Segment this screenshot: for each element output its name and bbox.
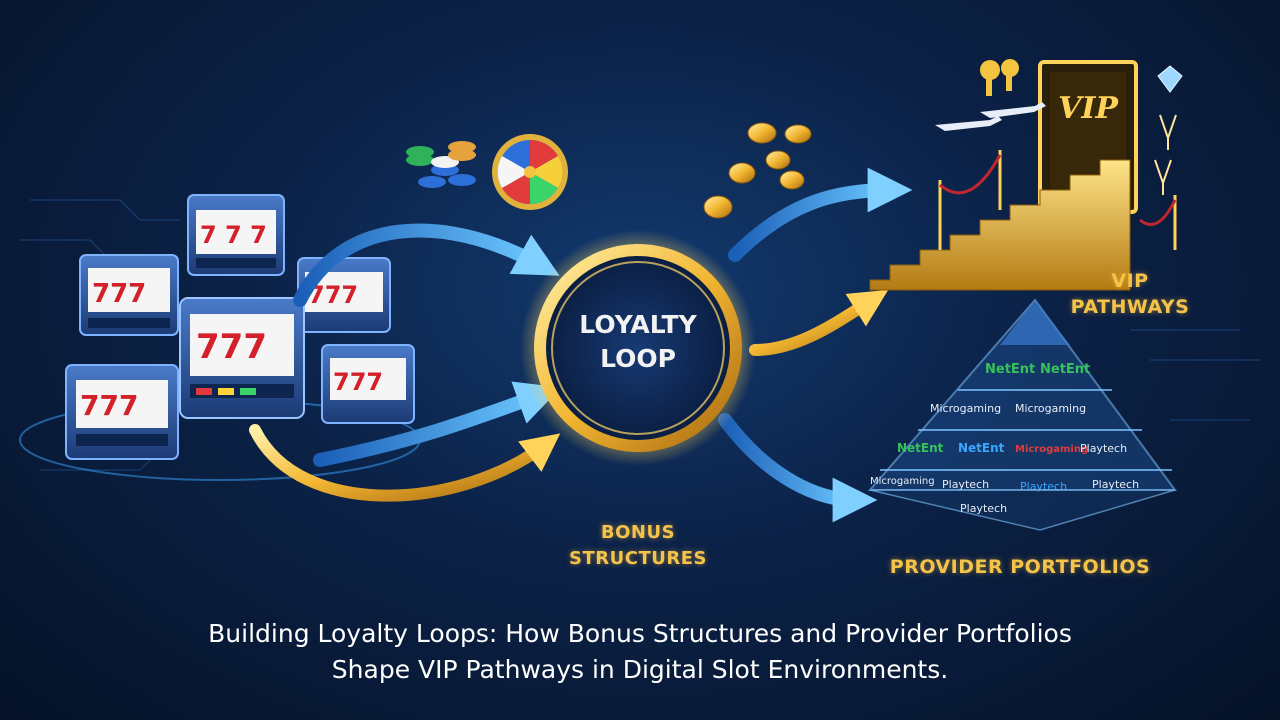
arrow-machines-to-loop bbox=[293, 223, 560, 307]
vip-label-line1: VIP bbox=[1111, 270, 1149, 292]
keys-icon bbox=[980, 59, 1019, 96]
caption: Building Loyalty Loops: How Bonus Struct… bbox=[0, 616, 1280, 688]
pyramid-brand: Microgaming bbox=[930, 402, 1001, 415]
loyalty-loop-label: LOYALTY LOOP bbox=[548, 308, 728, 376]
loyalty-loop-ring-inner bbox=[551, 261, 725, 435]
caption-line2: Shape VIP Pathways in Digital Slot Envir… bbox=[331, 655, 949, 684]
diamond-icon bbox=[1157, 65, 1183, 93]
vip-door-text: VIP bbox=[1058, 91, 1119, 126]
bonus-label-line1: BONUS bbox=[600, 522, 676, 543]
slot-machine-icon: 777 bbox=[321, 344, 415, 424]
svg-text:777: 777 bbox=[80, 389, 138, 422]
pyramid-brand: Playtech bbox=[960, 502, 1007, 515]
vip-staircase-icon: VIP bbox=[869, 60, 1177, 291]
pyramid-brand: NetEnt bbox=[1040, 362, 1090, 377]
loop-label-line1: LOYALTY bbox=[579, 310, 697, 339]
slot-machine-icon: 777 bbox=[79, 254, 179, 336]
pyramid-brand: Microgaming bbox=[1015, 444, 1088, 455]
loop-label-line2: LOOP bbox=[600, 344, 676, 373]
pyramid-brand: NetEnt bbox=[897, 441, 944, 455]
loop-disc bbox=[542, 252, 734, 444]
gold-coins-icon bbox=[703, 122, 812, 219]
provider-pyramid: NetEnt NetEnt Microgaming Microgaming Ne… bbox=[867, 298, 1177, 531]
slot-machine-icon: 7 7 7 bbox=[187, 194, 285, 276]
vip-label-line2: PATHWAYS bbox=[1070, 296, 1190, 318]
pyramid-brand: Microgaming bbox=[1015, 402, 1086, 415]
arrow-bonus-to-loop bbox=[249, 424, 561, 502]
arrow-loop-to-vip bbox=[728, 167, 913, 262]
pyramid-brand: Playtech bbox=[1092, 478, 1139, 491]
slot-machine-icon: 777 bbox=[297, 257, 391, 333]
circuit-lines bbox=[20, 199, 1260, 471]
prize-wheel-icon bbox=[492, 134, 568, 210]
gold-flow-arrows bbox=[249, 289, 889, 502]
slot-machine-icon: 777 bbox=[65, 364, 179, 460]
airplane-icon bbox=[935, 102, 1046, 131]
caption-line1: Building Loyalty Loops: How Bonus Struct… bbox=[208, 619, 1072, 648]
arrow-loop-to-stairs bbox=[749, 289, 889, 356]
slot-machines: 777 7 7 7 777 777 777 bbox=[65, 194, 415, 460]
pyramid-brand: Playtech bbox=[942, 478, 989, 491]
poker-chips-icon bbox=[406, 141, 476, 188]
bonus-structures-label: BONUS STRUCTURES bbox=[528, 520, 748, 572]
pyramid-brand: Microgaming bbox=[870, 476, 935, 487]
blue-flow-arrows bbox=[293, 167, 913, 523]
champagne-icon bbox=[1154, 114, 1177, 195]
arrow-machines-to-loop-lower bbox=[313, 381, 562, 467]
svg-text:777: 777 bbox=[196, 327, 267, 367]
svg-text:777: 777 bbox=[92, 279, 146, 309]
provider-portfolios-label: PROVIDER PORTFOLIOS bbox=[889, 556, 1151, 578]
slot-machine-icon: 777 bbox=[179, 297, 305, 419]
svg-text:7 7 7: 7 7 7 bbox=[200, 221, 267, 249]
svg-text:777: 777 bbox=[333, 368, 383, 396]
arrow-loop-to-portfolios bbox=[718, 413, 878, 523]
vip-pathways-label: VIP PATHWAYS bbox=[1030, 268, 1230, 320]
pyramid-brand: NetEnt bbox=[958, 441, 1005, 455]
pyramid-brand: Playtech bbox=[1080, 442, 1127, 455]
loyalty-loop-ring bbox=[534, 244, 742, 452]
pyramid-brand: NetEnt bbox=[985, 362, 1035, 377]
bonus-label-line2: STRUCTURES bbox=[569, 548, 707, 569]
